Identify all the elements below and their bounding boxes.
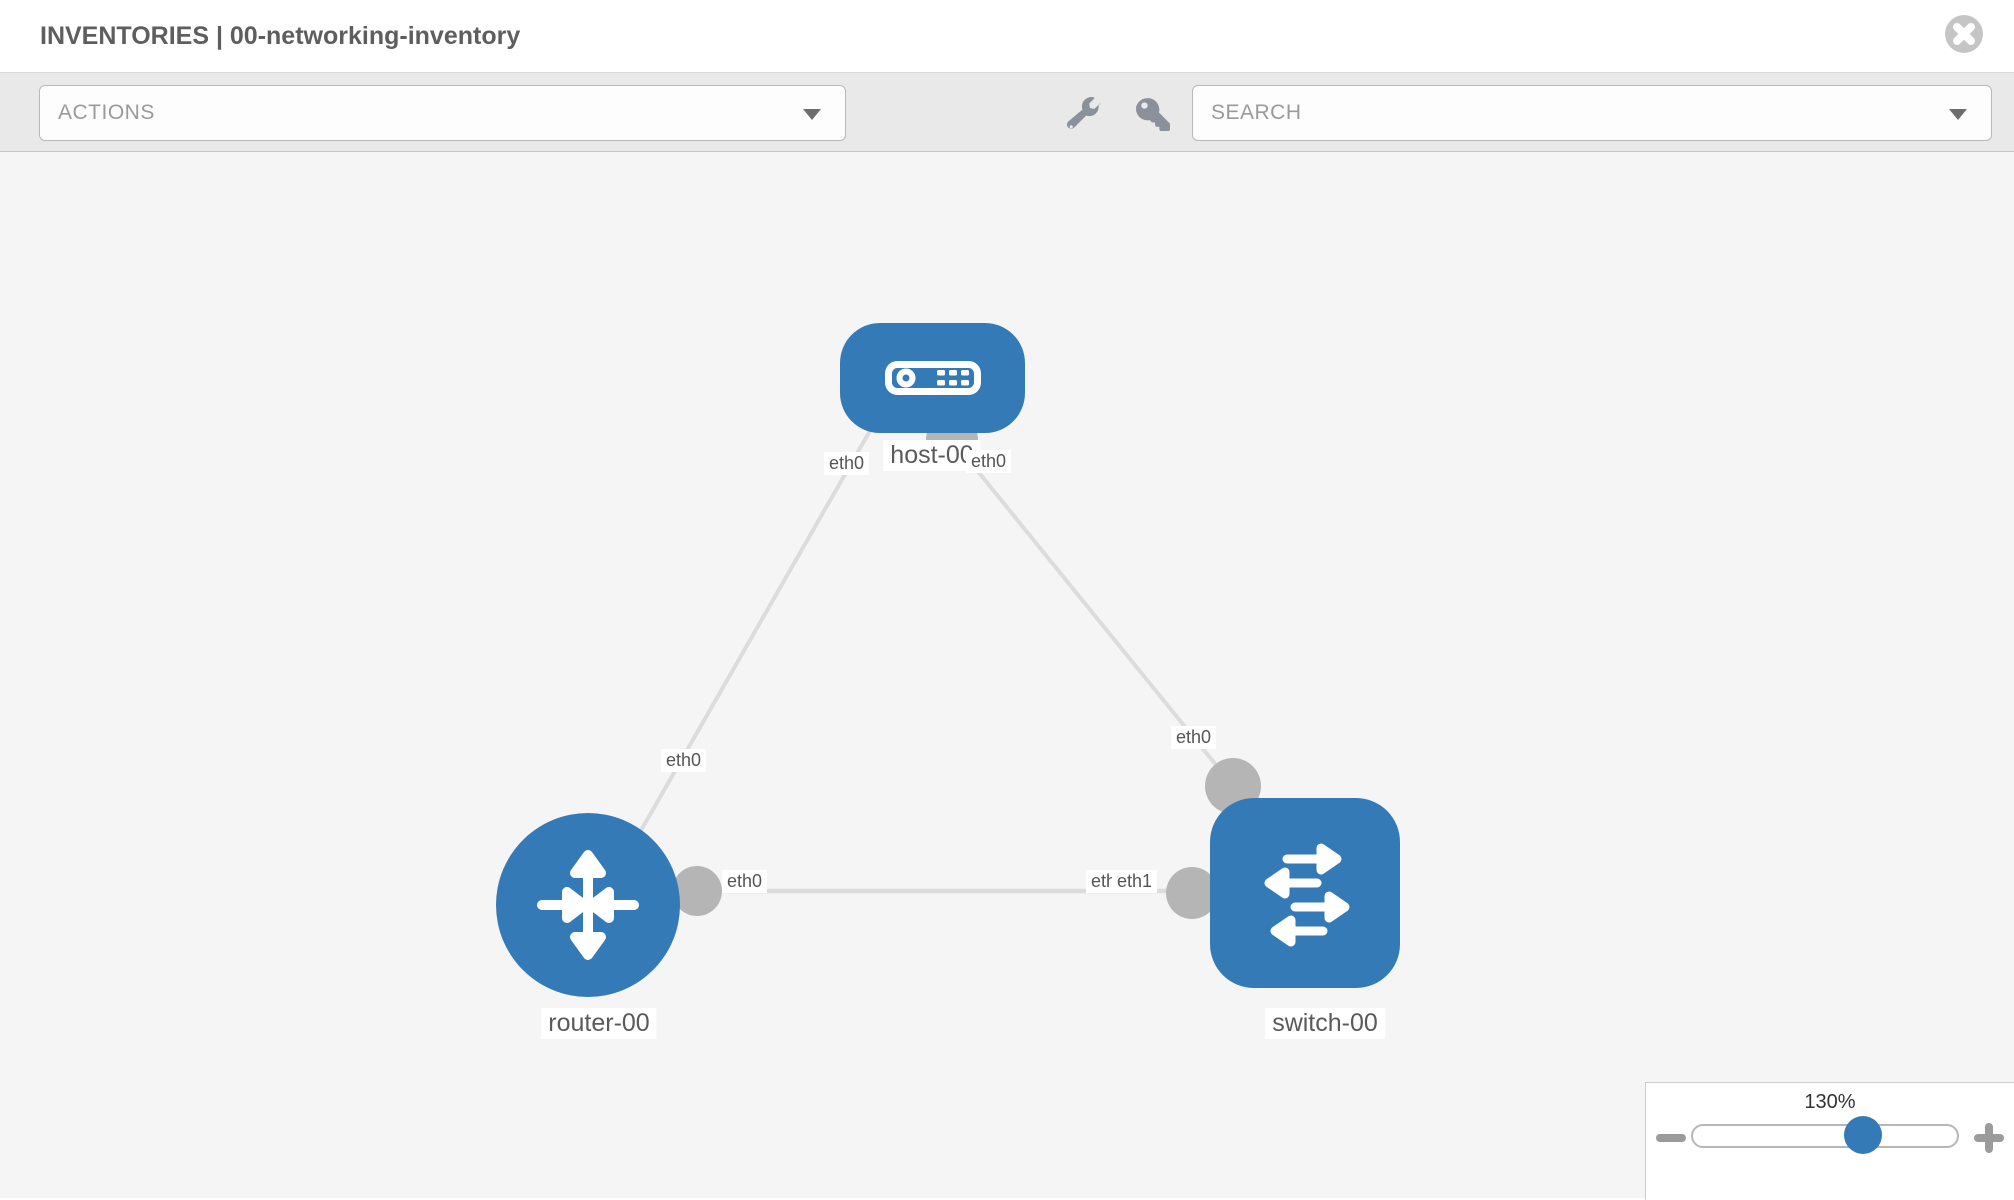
zoom-out-button[interactable] <box>1654 1121 1688 1155</box>
minus-icon <box>1656 1134 1686 1142</box>
interface-label-host-eth0-right: eth0 <box>966 450 1012 473</box>
interface-label-router-eth0-top: eth0 <box>661 749 707 772</box>
zoom-in-button[interactable] <box>1972 1121 2006 1155</box>
node-label-switch-00: switch-00 <box>1265 1008 1385 1039</box>
plus-icon <box>1974 1123 2004 1153</box>
actions-dropdown-label: ACTIONS <box>58 101 155 124</box>
actions-dropdown[interactable]: ACTIONS <box>39 85 846 141</box>
interface-circle <box>1166 867 1218 919</box>
search-dropdown-label: SEARCH <box>1211 101 1302 124</box>
node-label-host-00: host-00 <box>883 440 981 471</box>
interface-label-host-eth0-left: eth0 <box>824 452 870 475</box>
configure-button[interactable] <box>1066 97 1101 131</box>
node-label-router-00: router-00 <box>541 1008 657 1039</box>
topology-canvas[interactable]: host-00 router-00 switch-00 eth0 eth0 et… <box>0 152 2014 1200</box>
chevron-down-icon <box>1949 109 1967 120</box>
link-host-router <box>598 421 877 903</box>
node-switch-00[interactable] <box>1210 798 1400 988</box>
interface-label-switch-eth1: eth1 <box>1112 870 1158 893</box>
zoom-percentage: 130% <box>1804 1091 1856 1113</box>
key-icon <box>1136 98 1170 131</box>
zoom-control-panel: 130% <box>1645 1082 2014 1200</box>
zoom-slider-handle[interactable] <box>1844 1116 1882 1154</box>
router-icon <box>537 850 639 960</box>
topology-links <box>598 414 1261 919</box>
host-icon <box>884 361 981 395</box>
credentials-button[interactable] <box>1136 97 1170 131</box>
interface-circle <box>672 866 722 916</box>
topology-toolbar: ACTIONS SEARCH <box>0 72 2014 152</box>
interface-label-switch-eth0-top: eth0 <box>1171 726 1217 749</box>
switch-icon <box>1264 843 1350 947</box>
wrench-icon <box>1066 97 1101 129</box>
interface-label-router-eth0-side: eth0 <box>722 870 768 893</box>
zoom-slider-track[interactable] <box>1691 1124 1959 1148</box>
panel-header: INVENTORIES | 00-networking-inventory <box>0 0 2014 72</box>
chevron-down-icon <box>803 109 821 120</box>
node-host-00[interactable] <box>840 323 1025 433</box>
node-router-00[interactable] <box>496 813 680 997</box>
close-panel-button[interactable] <box>1944 14 1984 54</box>
close-icon <box>1945 15 1983 53</box>
page-title: INVENTORIES | 00-networking-inventory <box>40 22 521 50</box>
search-dropdown[interactable]: SEARCH <box>1192 85 1992 141</box>
